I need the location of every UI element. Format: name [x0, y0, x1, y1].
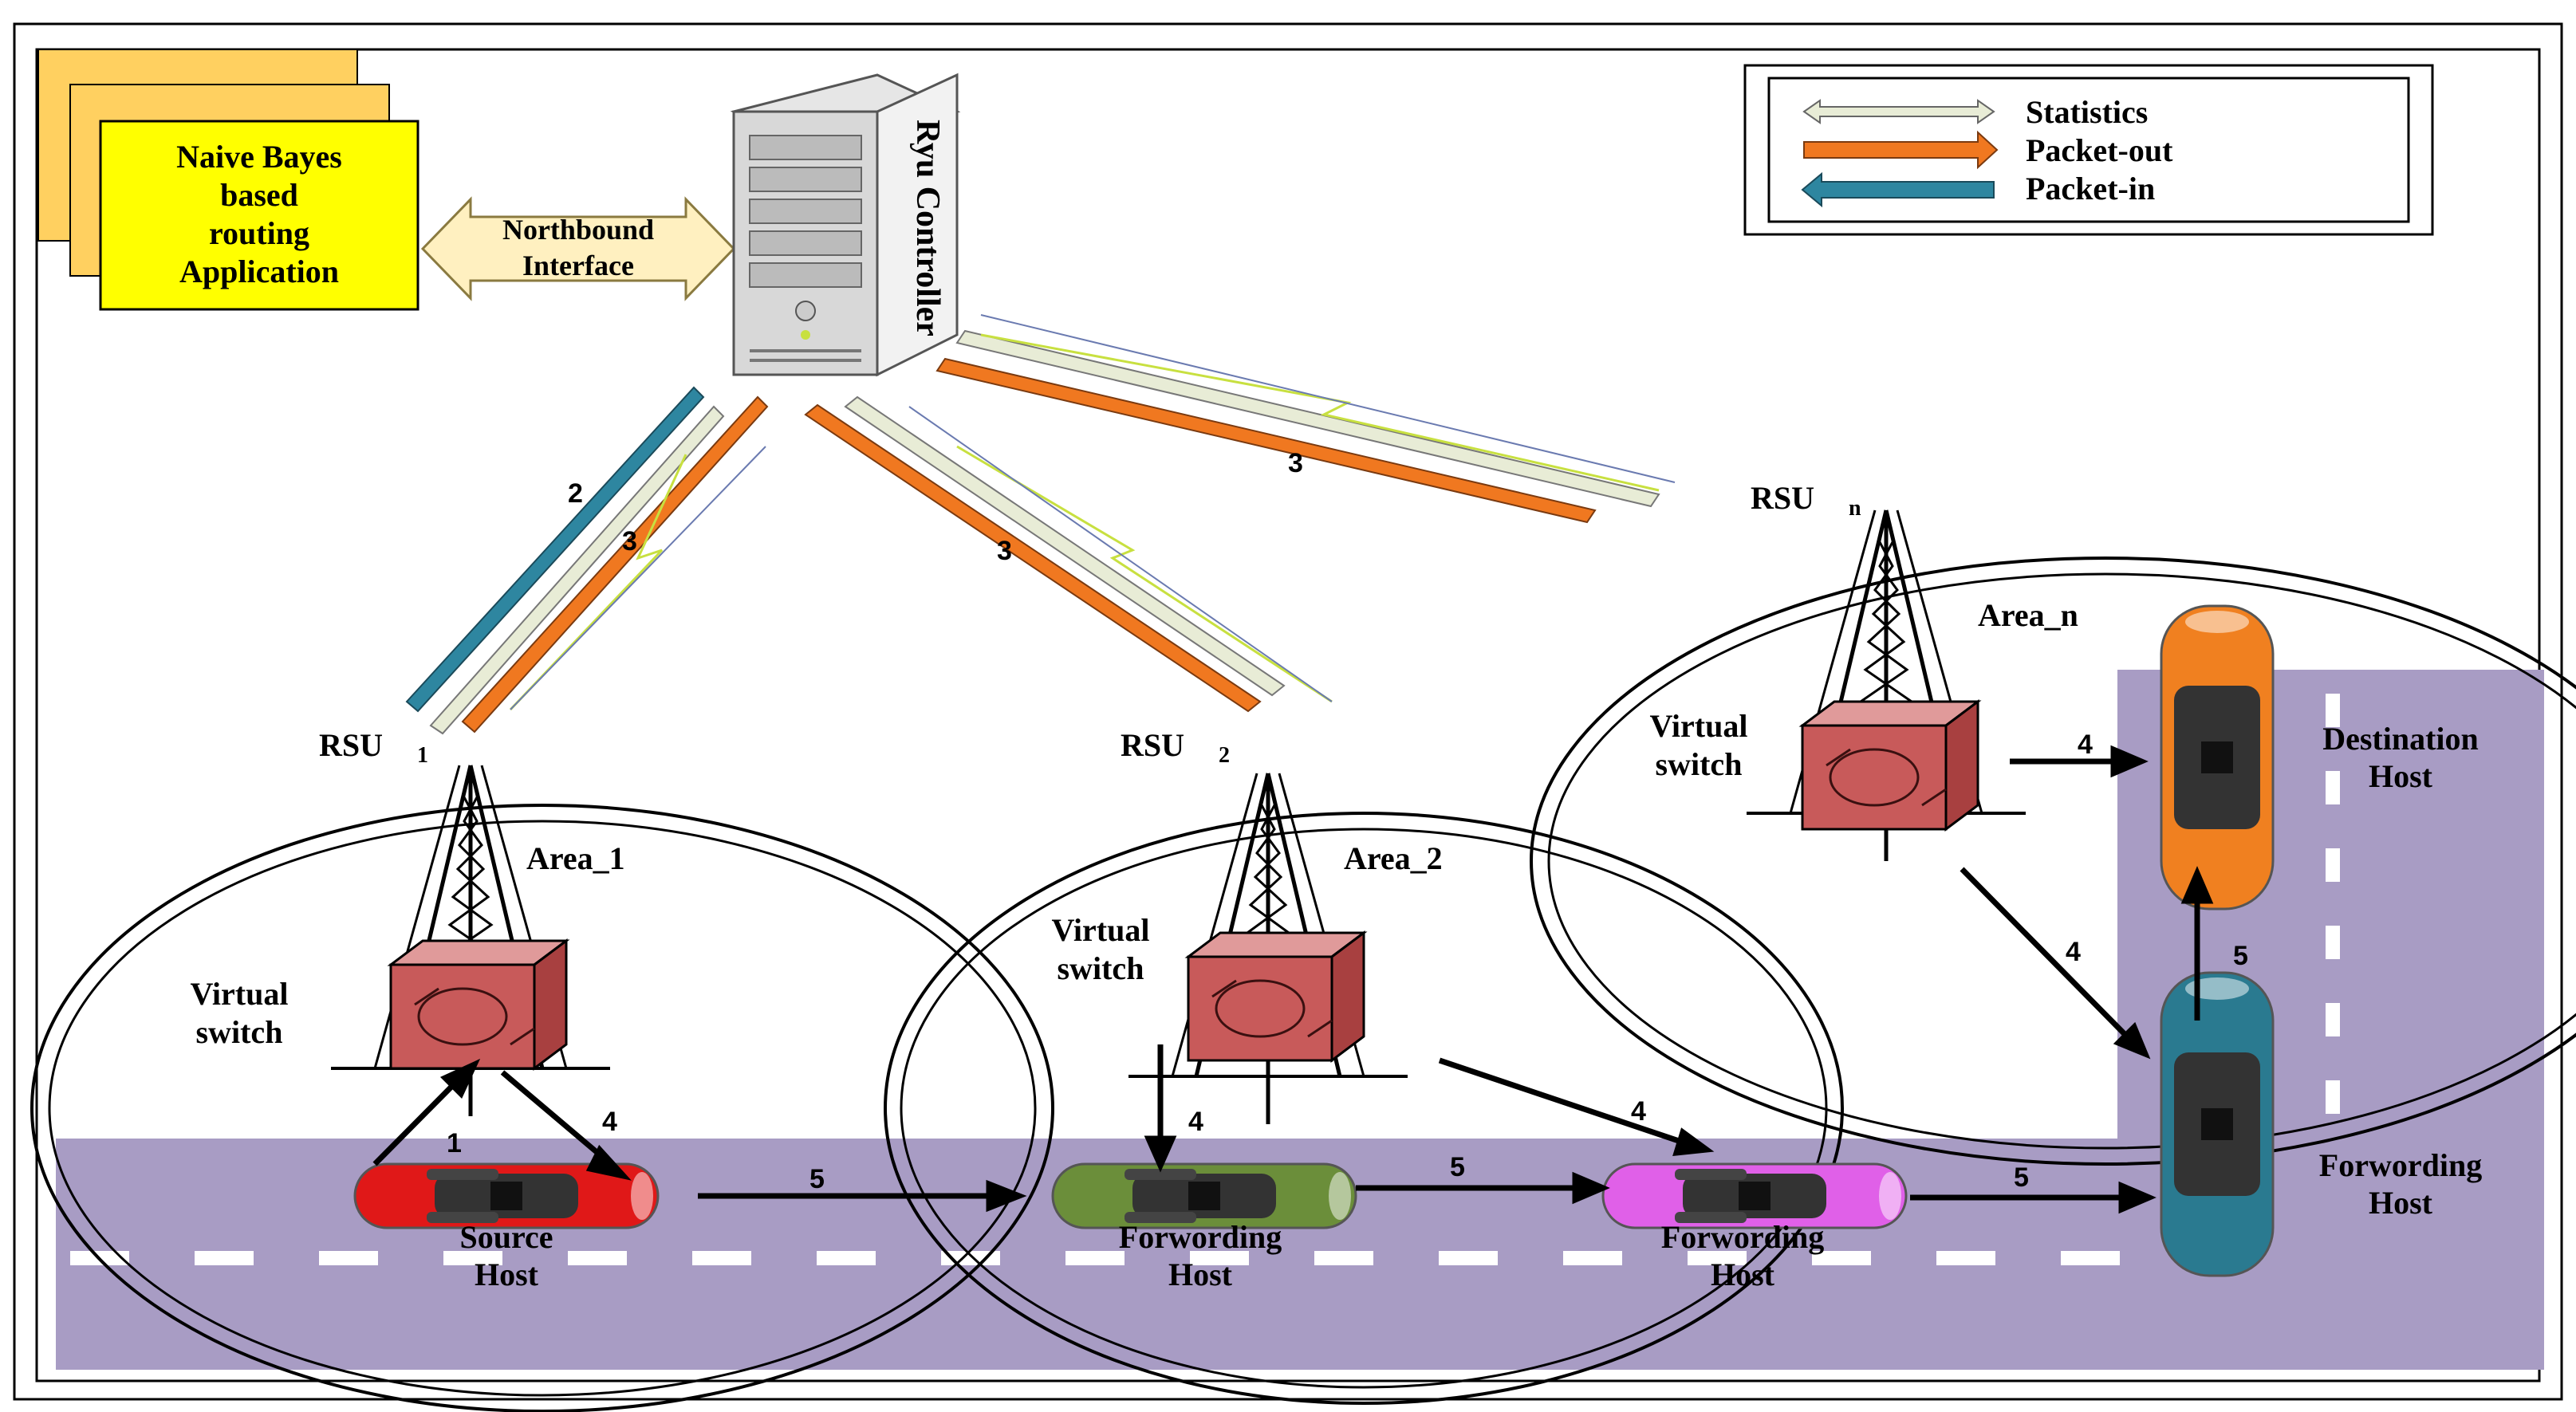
fwd-host3-line-2: Host: [2369, 1185, 2433, 1221]
controller-to-rsu1-links: [405, 386, 769, 735]
source-host-line-1: Source: [459, 1219, 553, 1255]
forwarding-host-car-3: [2160, 971, 2275, 1277]
northbound-line-1: Northbound: [502, 214, 654, 246]
step-5-d: 5: [2233, 941, 2248, 971]
step-5-c: 5: [2014, 1162, 2029, 1193]
legend-packet-out-swatch: [1803, 130, 1999, 170]
step-4-fwd3: 4: [2066, 937, 2081, 967]
area1-label: Area_1: [526, 840, 625, 876]
rsun-label: RSU n: [1751, 480, 1861, 521]
fwd-host1-line-2: Host: [1168, 1257, 1233, 1292]
fwd-host2-line-2: Host: [1711, 1257, 1775, 1292]
fwd-host2-line-1: Forwording: [1661, 1219, 1824, 1255]
step-2-packet-in: 2: [568, 478, 583, 509]
controller-to-rsun-links: [935, 314, 1676, 524]
rsu1-subscript: 1: [417, 743, 428, 768]
northbound-interface-arrow: Northbound Interface: [420, 196, 736, 301]
application-line-3: routing: [209, 215, 309, 251]
ryu-controller-server: Ryu Controller: [730, 73, 961, 377]
vswitch2-line-1: Virtual: [1052, 912, 1150, 948]
vswitchn-line-2: switch: [1656, 746, 1743, 782]
controller-to-rsu2-links: [804, 395, 1333, 713]
area2-label: Area_2: [1344, 840, 1443, 876]
legend-statistics-label: Statistics: [2026, 94, 2148, 130]
legend: Statistics Packet-out Packet-in: [1743, 64, 2434, 236]
legend-packet-in-label: Packet-in: [2026, 171, 2155, 206]
rsu2-label: RSU 2: [1121, 727, 1230, 768]
fwd-host1-line-1: Forwording: [1119, 1219, 1282, 1255]
source-host-line-2: Host: [475, 1257, 539, 1292]
step-1-send: 1: [447, 1128, 462, 1158]
step-numbers: 2 3 3 3 1 4 4 4 4 4 5 5 5 5: [447, 448, 2248, 1194]
step-5-b: 5: [1450, 1152, 1465, 1182]
northbound-line-2: Interface: [522, 250, 634, 281]
rsu1-name: RSU: [319, 727, 383, 763]
destination-host-line-1: Destination: [2322, 721, 2479, 757]
vswitch1-line-1: Virtual: [191, 976, 289, 1012]
forwarding-host-car-2: [1601, 1162, 1908, 1229]
arean-label: Area_n: [1978, 597, 2078, 633]
virtual-switch-labels: Virtual switch Virtual switch Virtual sw…: [191, 708, 1748, 1050]
forwarding-host-car-1: [1051, 1162, 1357, 1229]
flow-arrows: [372, 745, 2214, 1214]
application-line-2: based: [220, 177, 298, 213]
step-3-rsun: 3: [1288, 448, 1303, 478]
step-3-rsu1: 3: [622, 526, 637, 557]
legend-statistics-swatch: [1802, 99, 1995, 124]
step-4-fwd1: 4: [1188, 1107, 1203, 1137]
application-line-1: Naive Bayes: [176, 139, 342, 175]
rsun-tower: [1747, 510, 2026, 861]
step-3-rsu2: 3: [997, 536, 1012, 566]
rsu2-name: RSU: [1121, 727, 1184, 763]
legend-packet-in-swatch: [1801, 171, 1995, 208]
controller-label: Ryu Controller: [909, 120, 946, 336]
step-4-source: 4: [602, 1107, 617, 1137]
step-4-fwd2: 4: [1631, 1096, 1646, 1127]
host-labels: Source Host Forwording Host Forwording H…: [459, 721, 2482, 1292]
vswitch1-line-2: switch: [196, 1014, 283, 1050]
rsu2-subscript: 2: [1219, 743, 1230, 768]
rsu1-label: RSU 1: [319, 727, 428, 768]
rsu2-tower: [1128, 773, 1408, 1124]
vswitchn-line-1: Virtual: [1650, 708, 1748, 744]
area-circles: [30, 557, 2576, 1412]
step-5-a: 5: [809, 1164, 825, 1194]
vswitch2-line-2: switch: [1058, 950, 1144, 986]
step-4-destination: 4: [2078, 730, 2093, 760]
application-stack: Naive Bayes based routing Application: [37, 49, 419, 311]
rsun-name: RSU: [1751, 480, 1814, 516]
destination-host-car: [2160, 604, 2275, 911]
destination-host-line-2: Host: [2369, 758, 2433, 794]
application-line-4: Application: [179, 254, 339, 289]
rsun-subscript: n: [1849, 496, 1861, 521]
legend-packet-out-label: Packet-out: [2026, 132, 2173, 168]
fwd-host3-line-1: Forwording: [2319, 1147, 2482, 1183]
